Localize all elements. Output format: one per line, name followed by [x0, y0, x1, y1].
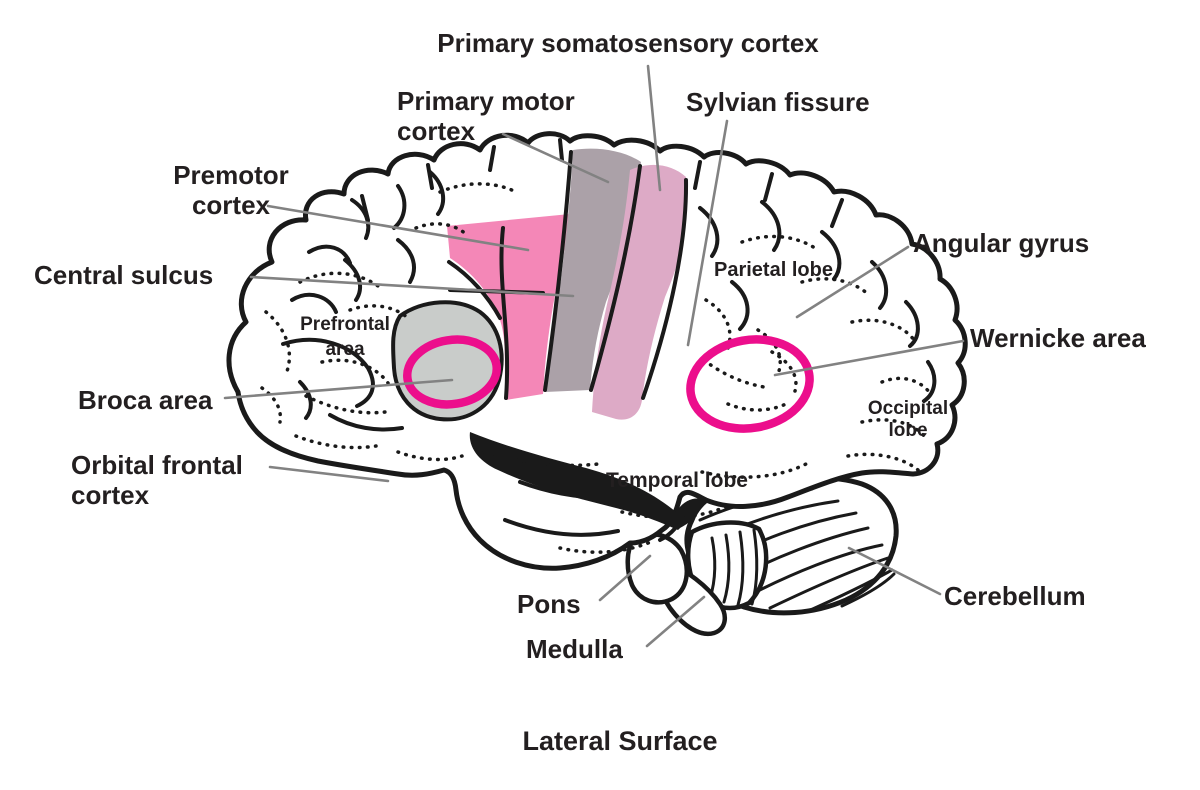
label-wernicke-area: Wernicke area: [970, 323, 1146, 353]
leader-angular-gyrus: [795, 245, 910, 319]
primary-somatosensory-cortex-region: [592, 164, 687, 420]
sylvian-fissure-shape: [469, 432, 682, 530]
leader-pons: [598, 554, 652, 602]
label-prefrontal-area: Prefrontal area: [300, 314, 390, 360]
label-temporal-lobe: Temporal lobe: [606, 469, 748, 492]
label-primary-motor-cortex: Primary motor cortex: [397, 86, 575, 146]
leader-broca-area: [223, 378, 454, 400]
label-primary-somatosensory-cortex: Primary somatosensory cortex: [437, 28, 819, 58]
occipital-junction-notch: [676, 498, 706, 528]
label-sylvian-fissure: Sylvian fissure: [686, 87, 870, 117]
label-occipital-lobe: Occipital lobe: [867, 398, 949, 441]
cerebrum-outline: [226, 131, 968, 571]
leader-medulla: [645, 595, 706, 648]
label-parietal-lobe: Parietal lobe: [714, 259, 833, 281]
leader-lines: [223, 64, 965, 648]
label-orbital-frontal-cortex: Orbital frontal cortex: [71, 450, 243, 510]
pons-shape: [625, 531, 690, 605]
leader-orbital-frontal: [268, 465, 390, 483]
broca-area-region: [391, 300, 504, 422]
highlight-rings: [403, 335, 814, 433]
sulci-dotted: [260, 182, 932, 554]
wernicke-area-ring: [686, 335, 814, 433]
primary-motor-cortex-region: [545, 148, 641, 392]
leader-wernicke-area: [773, 339, 965, 377]
label-angular-gyrus: Angular gyrus: [913, 228, 1090, 258]
label-cerebellum: Cerebellum: [944, 581, 1086, 611]
label-broca-area: Broca area: [78, 385, 213, 415]
label-medulla: Medulla: [526, 634, 623, 664]
leader-premotor: [266, 204, 530, 252]
leader-cerebellum: [847, 546, 942, 596]
leader-central-sulcus: [249, 275, 575, 298]
leader-primary-somatosensory: [646, 64, 662, 192]
leader-primary-motor: [501, 132, 610, 184]
leader-sylvian-fissure: [686, 119, 729, 347]
label-premotor-cortex: Premotor cortex: [173, 160, 289, 220]
label-pons: Pons: [517, 589, 581, 619]
premotor-cortex-region: [447, 214, 570, 400]
broca-area-ring: [403, 335, 501, 409]
label-central-sulcus: Central sulcus: [34, 260, 214, 290]
figure-caption: Lateral Surface: [522, 726, 718, 756]
sulci-solid: [281, 138, 937, 542]
